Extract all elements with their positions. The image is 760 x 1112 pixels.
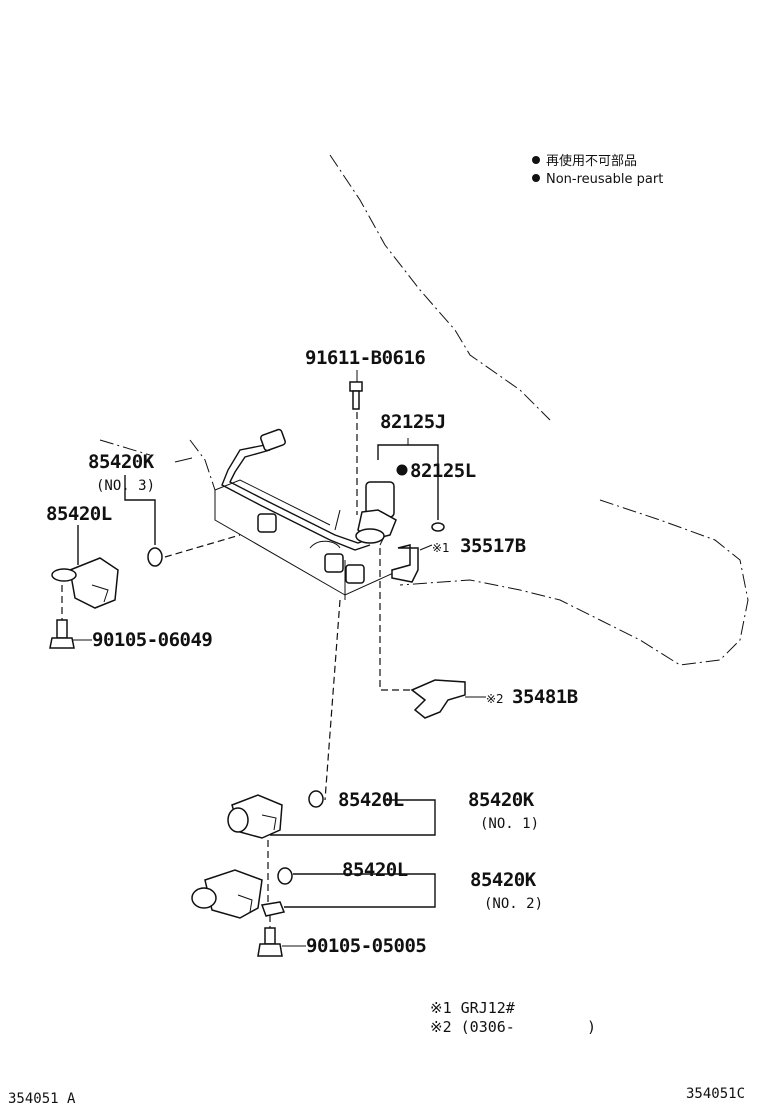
mark-1: ※1 xyxy=(432,541,450,555)
harness-connector xyxy=(324,553,344,573)
harness-connector xyxy=(257,513,277,533)
part-label-bolt-left: 90105-06049 xyxy=(92,629,212,651)
part-label-sensor-no1-sub: (NO. 1) xyxy=(480,816,539,832)
oring-icon xyxy=(431,522,445,532)
part-label-sensor-no3-oring: 85420L xyxy=(46,503,112,525)
oring-icon xyxy=(147,547,163,567)
valve-body xyxy=(214,479,401,596)
speed-sensor-no1-icon xyxy=(227,794,283,839)
oring-icon xyxy=(277,867,293,885)
harness-connector xyxy=(260,428,286,452)
part-label-sensor-no2-oring: 85420L xyxy=(342,859,408,881)
speed-sensor-no2-icon xyxy=(191,869,286,919)
part-label-sensor-no1-oring: 85420L xyxy=(338,789,404,811)
speed-sensor-icon xyxy=(355,481,397,544)
part-label-sensor-nonreusable: 82125L xyxy=(410,460,476,482)
legend-line-jp: 再使用不可部品 xyxy=(546,153,637,169)
bolt-bottom-icon xyxy=(257,927,283,957)
transmission-housing-outline xyxy=(99,154,749,666)
part-label-bracket-2: 35481B xyxy=(512,686,578,708)
part-label-sensor-no2-sub: (NO. 2) xyxy=(484,896,543,912)
nonreusable-dot-icon xyxy=(532,174,540,182)
part-label-sensor-main: 82125J xyxy=(380,411,446,433)
part-label-sensor-no1: 85420K xyxy=(468,789,535,811)
footnote-1: ※1 GRJ12# xyxy=(430,999,515,1017)
wire-harness xyxy=(221,428,386,584)
part-label-bolt-bottom: 90105-05005 xyxy=(306,935,426,957)
harness-connector xyxy=(345,564,365,584)
part-label-bolt-top: 91611-B0616 xyxy=(305,347,425,369)
speed-sensor-no3-icon xyxy=(51,557,119,609)
bolt-left-icon xyxy=(49,619,75,649)
nonreusable-dot-icon xyxy=(396,464,408,476)
legend: 再使用不可部品 Non-reusable part xyxy=(532,153,663,187)
part-label-sensor-no2: 85420K xyxy=(470,869,537,891)
bracket-2-icon xyxy=(410,679,466,719)
part-label-sensor-no3: 85420K xyxy=(88,451,155,473)
reference-left: 354051 A xyxy=(8,1091,76,1107)
legend-line-en: Non-reusable part xyxy=(546,172,663,187)
bolt-top-icon xyxy=(349,381,363,410)
reference-right: 354051C xyxy=(686,1086,745,1102)
oring-icon xyxy=(308,790,324,808)
bracket-1-icon xyxy=(391,544,419,583)
footnote-2: ※2 (0306- ) xyxy=(430,1018,596,1036)
nonreusable-dot-icon xyxy=(532,156,540,164)
part-label-bracket-1: 35517B xyxy=(460,535,526,557)
mark-2: ※2 xyxy=(486,692,504,706)
